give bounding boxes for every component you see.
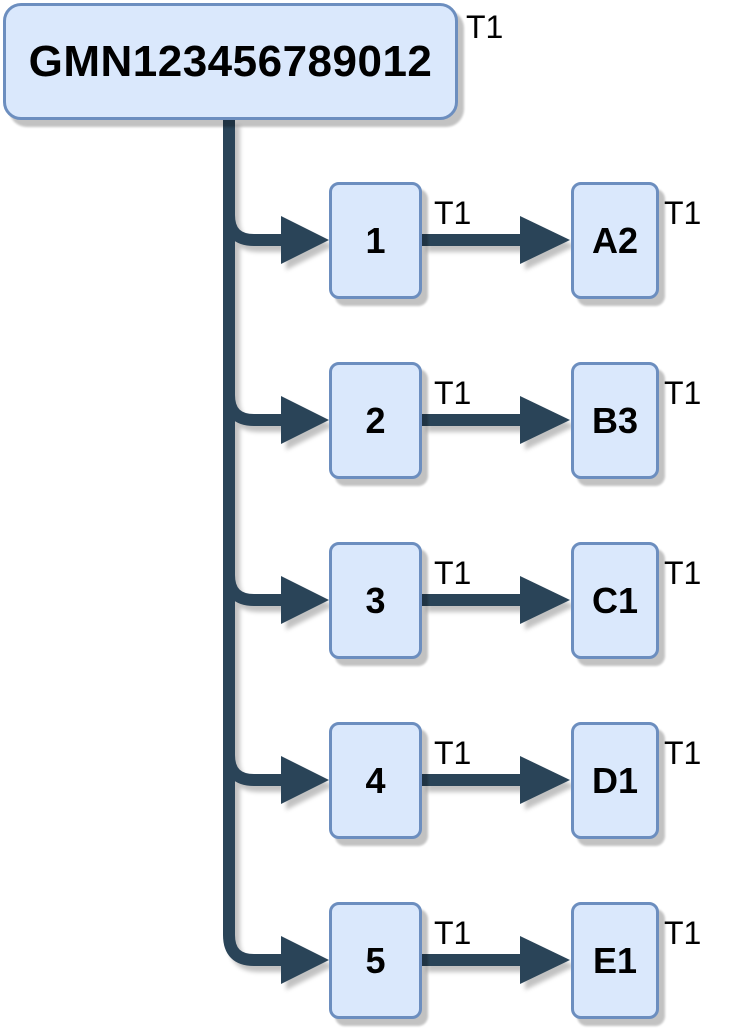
node-e1-tag: T1 [664, 915, 702, 951]
node-4-label: 4 [365, 759, 386, 801]
node-root-label: GMN123456789012 [28, 36, 433, 86]
node-3-tag: T1 [434, 555, 472, 591]
node-3[interactable]: 3 [329, 542, 422, 659]
edge-root-to-node-3 [223, 120, 286, 606]
edge-root-to-node-5 [223, 120, 286, 966]
node-b3-label: B3 [591, 399, 639, 441]
node-d1[interactable]: D1 [571, 722, 659, 839]
node-b3[interactable]: B3 [571, 362, 659, 479]
edge-root-to-node-1 [223, 120, 286, 246]
edge-root-to-node-2 [223, 120, 286, 426]
node-d1-tag: T1 [664, 735, 702, 771]
arrowhead-node-3 [281, 576, 329, 624]
node-d1-label: D1 [591, 759, 639, 801]
node-1[interactable]: 1 [329, 182, 422, 299]
node-4-tag: T1 [434, 735, 472, 771]
arrowhead-target-5 [520, 936, 570, 984]
node-2-tag: T1 [434, 375, 472, 411]
node-5-label: 5 [365, 939, 386, 981]
node-b3-tag: T1 [664, 375, 702, 411]
node-2-label: 2 [365, 399, 386, 441]
arrowhead-target-4 [520, 756, 570, 804]
node-1-tag: T1 [434, 195, 472, 231]
arrowhead-node-1 [281, 216, 329, 264]
node-1-label: 1 [365, 219, 386, 261]
node-3-label: 3 [365, 579, 386, 621]
node-e1-label: E1 [592, 939, 638, 981]
node-a2-tag: T1 [664, 195, 702, 231]
node-c1[interactable]: C1 [571, 542, 659, 659]
node-c1-tag: T1 [664, 555, 702, 591]
node-4[interactable]: 4 [329, 722, 422, 839]
arrowhead-node-4 [281, 756, 329, 804]
arrowhead-node-2 [281, 396, 329, 444]
node-c1-label: C1 [591, 579, 639, 621]
arrowhead-target-1 [520, 216, 570, 264]
edge-root-to-node-4 [223, 120, 286, 786]
arrowhead-target-3 [520, 576, 570, 624]
node-5-tag: T1 [434, 915, 472, 951]
node-e1[interactable]: E1 [571, 902, 659, 1019]
node-root-tag: T1 [466, 9, 504, 45]
node-5[interactable]: 5 [329, 902, 422, 1019]
node-a2-label: A2 [591, 219, 639, 261]
node-root[interactable]: GMN123456789012 [3, 3, 458, 120]
node-a2[interactable]: A2 [571, 182, 659, 299]
arrowhead-node-5 [281, 936, 329, 984]
node-2[interactable]: 2 [329, 362, 422, 479]
arrowhead-target-2 [520, 396, 570, 444]
